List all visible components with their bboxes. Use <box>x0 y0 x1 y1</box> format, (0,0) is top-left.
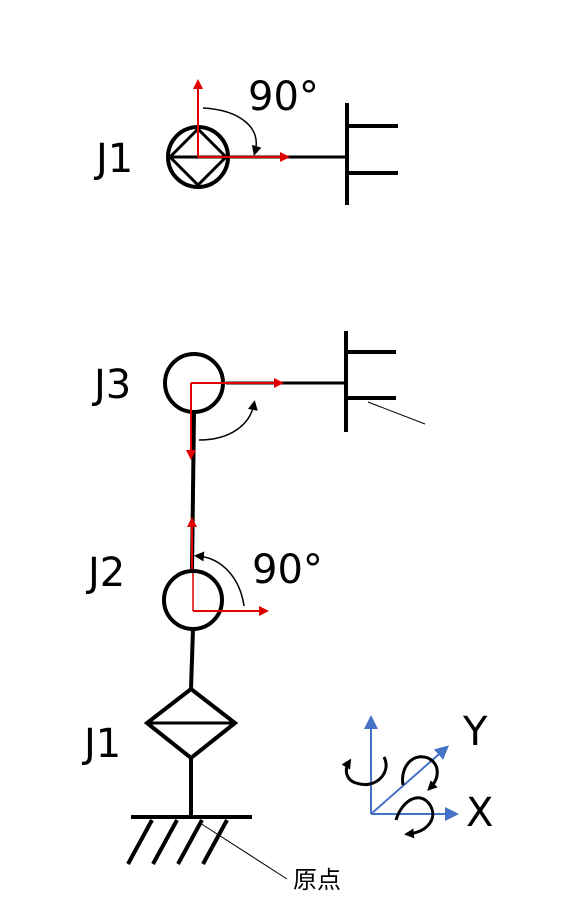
origin-label: 原点 <box>293 866 341 894</box>
j1-top-label: J1 <box>93 136 133 182</box>
link-j2-j1 <box>189 628 195 690</box>
j3-label: J3 <box>91 362 131 408</box>
side-gripper-icon <box>344 331 396 432</box>
j2-label: J2 <box>85 550 125 596</box>
angle-mid-label: 90° <box>252 547 323 593</box>
gripper-leader-line <box>367 401 426 425</box>
j1-bottom-label: J1 <box>81 721 121 767</box>
axis-x-label: X <box>466 790 493 836</box>
axis-legend: Y X <box>341 709 493 839</box>
origin-leader-line <box>199 822 288 880</box>
rotation-arrow-y <box>401 755 439 791</box>
rotation-arrow-x <box>394 796 435 839</box>
ground-icon <box>126 815 252 865</box>
top-gripper-icon <box>345 103 398 205</box>
top-view-group: J1 90° <box>93 74 398 205</box>
axis-y-label: Y <box>462 709 488 755</box>
side-view-group: J3 J2 90° J1 原点 <box>81 331 426 894</box>
j2-rotation-arrow <box>194 551 245 607</box>
top-rotation-arrow <box>202 107 262 156</box>
axis-y-arrow <box>370 745 450 815</box>
angle-top-label: 90° <box>248 74 319 120</box>
rotation-arrow-vertical <box>341 756 388 787</box>
j1-bottom-joint-icon <box>143 686 239 761</box>
j3-rotation-arrow <box>198 400 258 441</box>
